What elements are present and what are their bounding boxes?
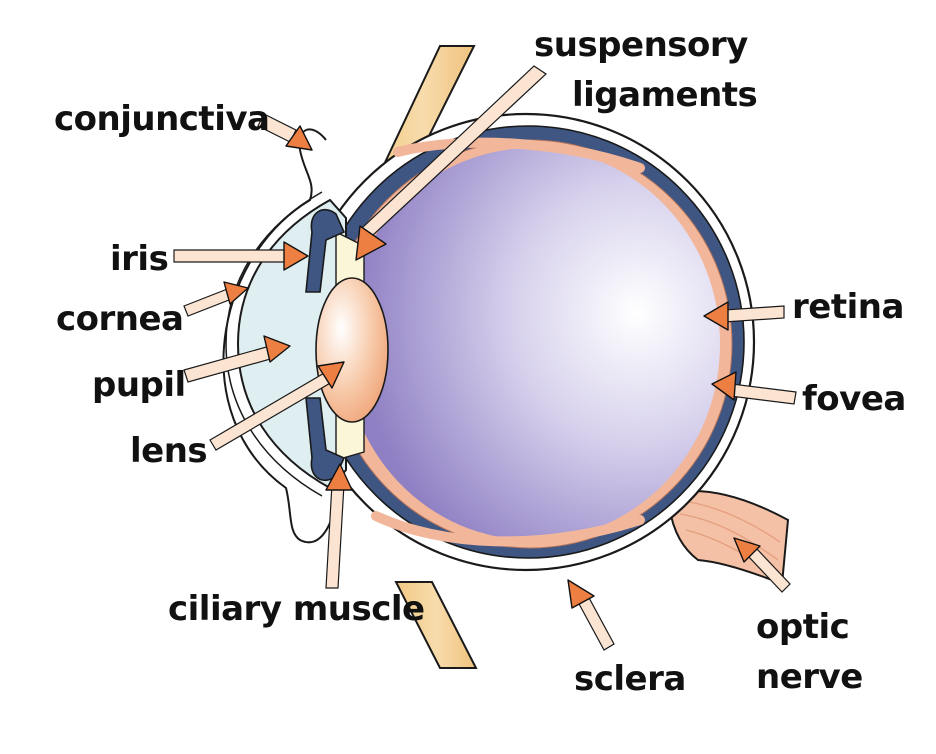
label-sclera: sclera	[574, 659, 686, 699]
label-suspensory-2: ligaments	[572, 75, 757, 115]
arrow-optic-nerve	[733, 537, 791, 593]
arrow-fovea	[711, 371, 797, 405]
arrow-lens	[209, 361, 345, 451]
arrow-sclera	[567, 579, 615, 651]
arrow-ciliary	[325, 463, 353, 589]
arrow-retina	[703, 301, 785, 331]
label-fovea: fovea	[802, 379, 906, 419]
iris-bottom	[305, 397, 346, 482]
retina-strip-bottom	[371, 511, 645, 547]
label-iris: iris	[110, 239, 168, 279]
label-optic-2: nerve	[756, 657, 863, 697]
label-pupil: pupil	[92, 365, 186, 405]
cornea-outer-line	[225, 191, 323, 497]
label-optic-1: optic	[756, 607, 849, 647]
arrow-suspensory	[355, 65, 547, 261]
retina-strip-top	[393, 137, 645, 173]
arrow-iris	[173, 241, 309, 271]
lens	[315, 277, 389, 423]
label-lens: lens	[130, 431, 207, 471]
label-cornea: cornea	[56, 299, 184, 339]
label-conjunctiva: conjunctiva	[54, 99, 269, 139]
label-ciliary-muscle: ciliary muscle	[168, 589, 425, 629]
label-retina: retina	[792, 287, 904, 327]
label-suspensory-1: suspensory	[534, 25, 748, 65]
arrow-conjunctiva	[257, 113, 313, 151]
arrow-cornea	[183, 281, 249, 317]
arrow-pupil	[183, 335, 291, 383]
iris-top	[305, 208, 346, 293]
vitreous-body	[344, 148, 720, 540]
